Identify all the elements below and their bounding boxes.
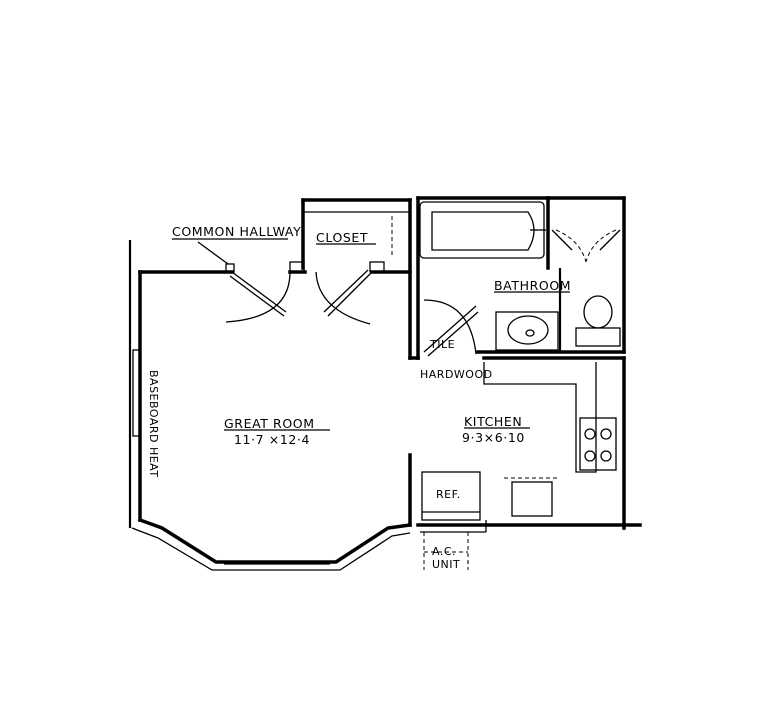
label-bathroom: BATHROOM [494, 278, 571, 293]
toilet [583, 295, 613, 329]
label-great-room: GREAT ROOM [224, 416, 315, 431]
refrigerator [421, 471, 481, 521]
labels: COMMON HALLWAY CLOSET BATHROOM TILE HARD… [147, 224, 571, 571]
vanity [495, 311, 559, 351]
label-common-hallway: COMMON HALLWAY [172, 224, 301, 239]
walls [128, 196, 642, 571]
label-ac: A.C. [432, 545, 456, 558]
stove [579, 417, 617, 471]
label-ref: REF. [436, 488, 461, 501]
label-hardwood: HARDWOOD [420, 368, 493, 381]
kitchen-sink [511, 481, 553, 517]
label-baseboard-heat: BASEBOARD HEAT [147, 370, 160, 478]
doors [225, 229, 621, 357]
bathroom-sink [507, 315, 549, 345]
label-great-room-dims: 11·7 ×12·4 [234, 432, 310, 447]
label-tile: TILE [429, 338, 455, 351]
label-kitchen-dims: 9·3×6·10 [462, 430, 525, 445]
baseboard-window [132, 349, 141, 437]
label-closet: CLOSET [316, 230, 368, 245]
bay-window [137, 517, 412, 564]
label-ac-unit: UNIT [432, 558, 460, 571]
toilet-tank [575, 327, 621, 347]
label-kitchen: KITCHEN [464, 414, 522, 429]
fixtures [197, 201, 621, 570]
